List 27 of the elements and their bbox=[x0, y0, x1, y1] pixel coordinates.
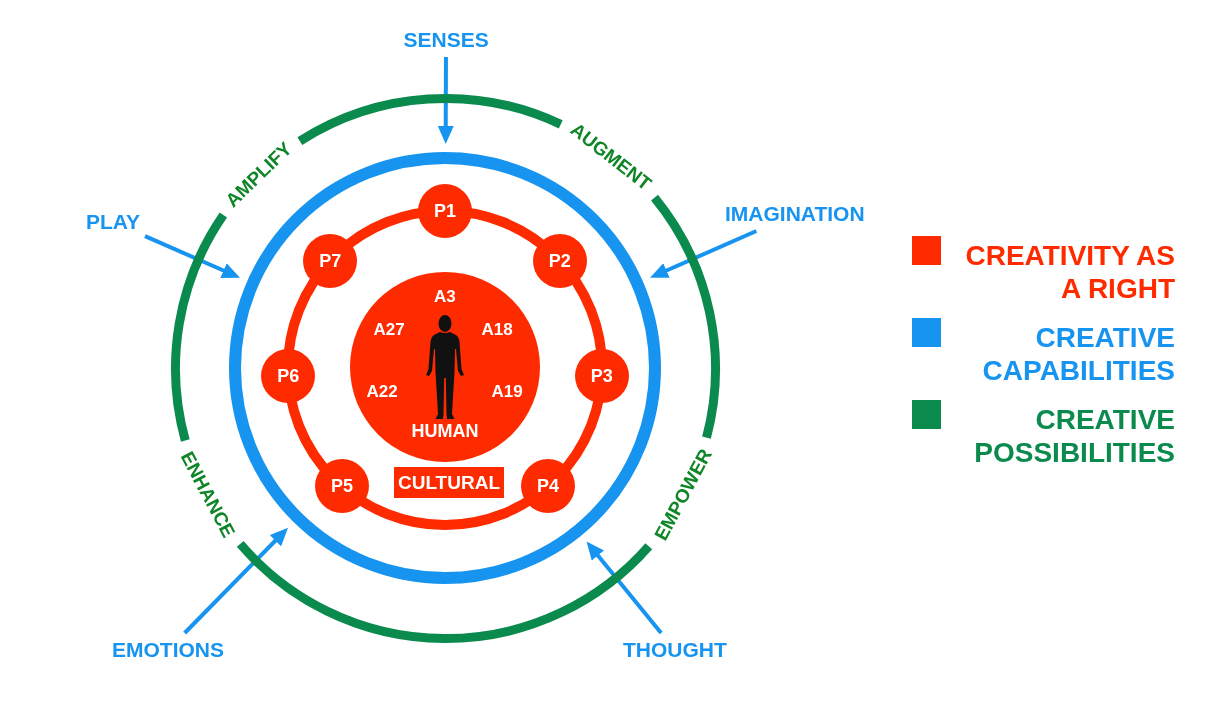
arrow bbox=[586, 541, 663, 635]
circle-node: P4 bbox=[521, 459, 575, 514]
arrow-label: PLAY bbox=[86, 210, 141, 235]
arrow-label: THOUGHT bbox=[623, 638, 727, 663]
circle-node: P5 bbox=[315, 459, 369, 514]
circle-node: P7 bbox=[303, 233, 358, 288]
legend-label: CREATIVITY AS A RIGHT bbox=[964, 239, 1175, 305]
arrow bbox=[144, 234, 240, 278]
arrow-label: EMOTIONS bbox=[112, 638, 224, 663]
circle-node: P2 bbox=[532, 233, 587, 288]
circle-node: P1 bbox=[418, 184, 472, 238]
arrow bbox=[437, 57, 454, 144]
arrow-label: SENSES bbox=[403, 28, 489, 53]
legend-label: CREATIVE POSSIBILITIES bbox=[973, 403, 1175, 469]
tag-box: CULTURAL bbox=[394, 466, 504, 498]
circle-label: A27 bbox=[373, 320, 405, 338]
circle-label: A3 bbox=[434, 287, 456, 305]
circle-node: P6 bbox=[261, 349, 316, 404]
circle-label: HUMAN bbox=[411, 422, 479, 440]
legend-label: CREATIVE CAPABILITIES bbox=[981, 321, 1175, 387]
arrow bbox=[183, 527, 289, 635]
arrow bbox=[650, 229, 758, 278]
arrow-label: IMAGINATION bbox=[725, 202, 865, 227]
circle-label: A19 bbox=[491, 382, 523, 400]
circle-label: A18 bbox=[481, 320, 513, 338]
circle-label: A22 bbox=[366, 382, 398, 400]
circle-node: P3 bbox=[574, 349, 629, 404]
